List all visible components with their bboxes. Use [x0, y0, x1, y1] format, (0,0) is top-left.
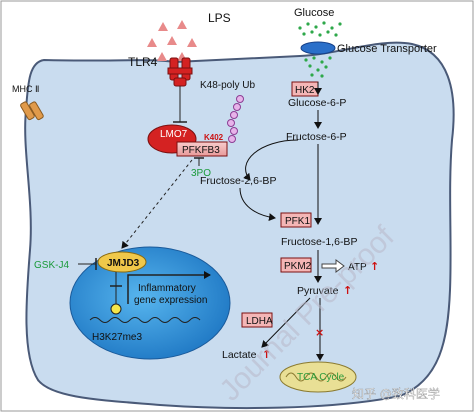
mitochondrion-cristae	[285, 372, 347, 382]
lactate-label: Lactate	[222, 349, 257, 361]
atp-label: ATP	[348, 262, 367, 273]
h3k27me3-label: H3K27me3	[92, 332, 142, 343]
mhc-ii-label: MHC Ⅱ	[12, 84, 39, 94]
jmjd3-label: JMJD3	[107, 258, 140, 269]
lmo7-label: LMO7	[160, 129, 188, 140]
inflammatory-label-1: Inflammatory	[138, 283, 196, 294]
atp-up-icon: ↑	[370, 260, 379, 273]
f26bp-to-pfk1-arrow	[239, 187, 276, 222]
gene-expression-arrow	[127, 271, 211, 304]
f6p-to-f26bp-arrow	[243, 139, 299, 181]
hk2-label: HK2	[295, 85, 315, 96]
tca-label: TCA Cycle	[297, 372, 345, 383]
f6p-label: Fructose-6-P	[286, 131, 347, 143]
mhc-ii-icon	[20, 101, 44, 121]
zhihu-watermark: 知乎 @致科医学	[352, 386, 440, 401]
lps-particles	[147, 20, 197, 61]
tca-blocked-icon: ×	[315, 326, 324, 339]
f16bp-label: Fructose-1,6-BP	[281, 236, 357, 248]
atp-hollow-arrow	[321, 259, 345, 273]
glucose-transporter-icon	[300, 41, 336, 55]
mitochondrion-icon	[279, 361, 357, 393]
pfkfb3-label: PFKFB3	[182, 145, 220, 156]
gskj4-label: GSK-J4	[34, 260, 69, 271]
f26bp-label: Fructose-2,6-BP	[200, 175, 276, 187]
pyruvate-up-icon: ↑	[343, 284, 352, 297]
tlr4-label: TLR4	[128, 55, 158, 69]
pfk1-box	[280, 212, 312, 228]
k48-label: K48-poly Ub	[200, 80, 255, 91]
h3k27me3-mark-icon	[110, 303, 122, 315]
k402-label: K402	[204, 133, 224, 142]
dna-strand	[89, 317, 201, 323]
jmjd3-protein	[97, 251, 147, 273]
pfk1-label: PFK1	[285, 216, 310, 227]
ubiquitin-chain-icon	[227, 95, 244, 143]
glucose-transporter-label: Glucose Transporter	[337, 43, 437, 55]
3po-label: 3PO	[191, 168, 211, 179]
pkm2-label: PKM2	[284, 261, 312, 272]
pyruvate-to-lactate-arrow	[261, 297, 311, 348]
pfkfb3-to-jmjd3-dashed-arrow	[121, 159, 193, 249]
pyruvate-label: Pyruvate	[297, 285, 339, 297]
inflammatory-label-2: gene expression	[134, 295, 207, 306]
g6p-label: Glucose-6-P	[288, 97, 346, 109]
pfkfb3-box	[176, 141, 228, 157]
ldha-box	[241, 312, 273, 328]
lactate-up-icon: ↑	[262, 348, 271, 361]
glucose-label: Glucose	[294, 7, 334, 19]
glucose-dots	[298, 21, 342, 78]
tlr4-receptor-icon	[167, 57, 193, 87]
lps-label: LPS	[208, 11, 231, 25]
ldha-label: LDHA	[246, 316, 273, 327]
pkm2-box	[280, 257, 312, 273]
